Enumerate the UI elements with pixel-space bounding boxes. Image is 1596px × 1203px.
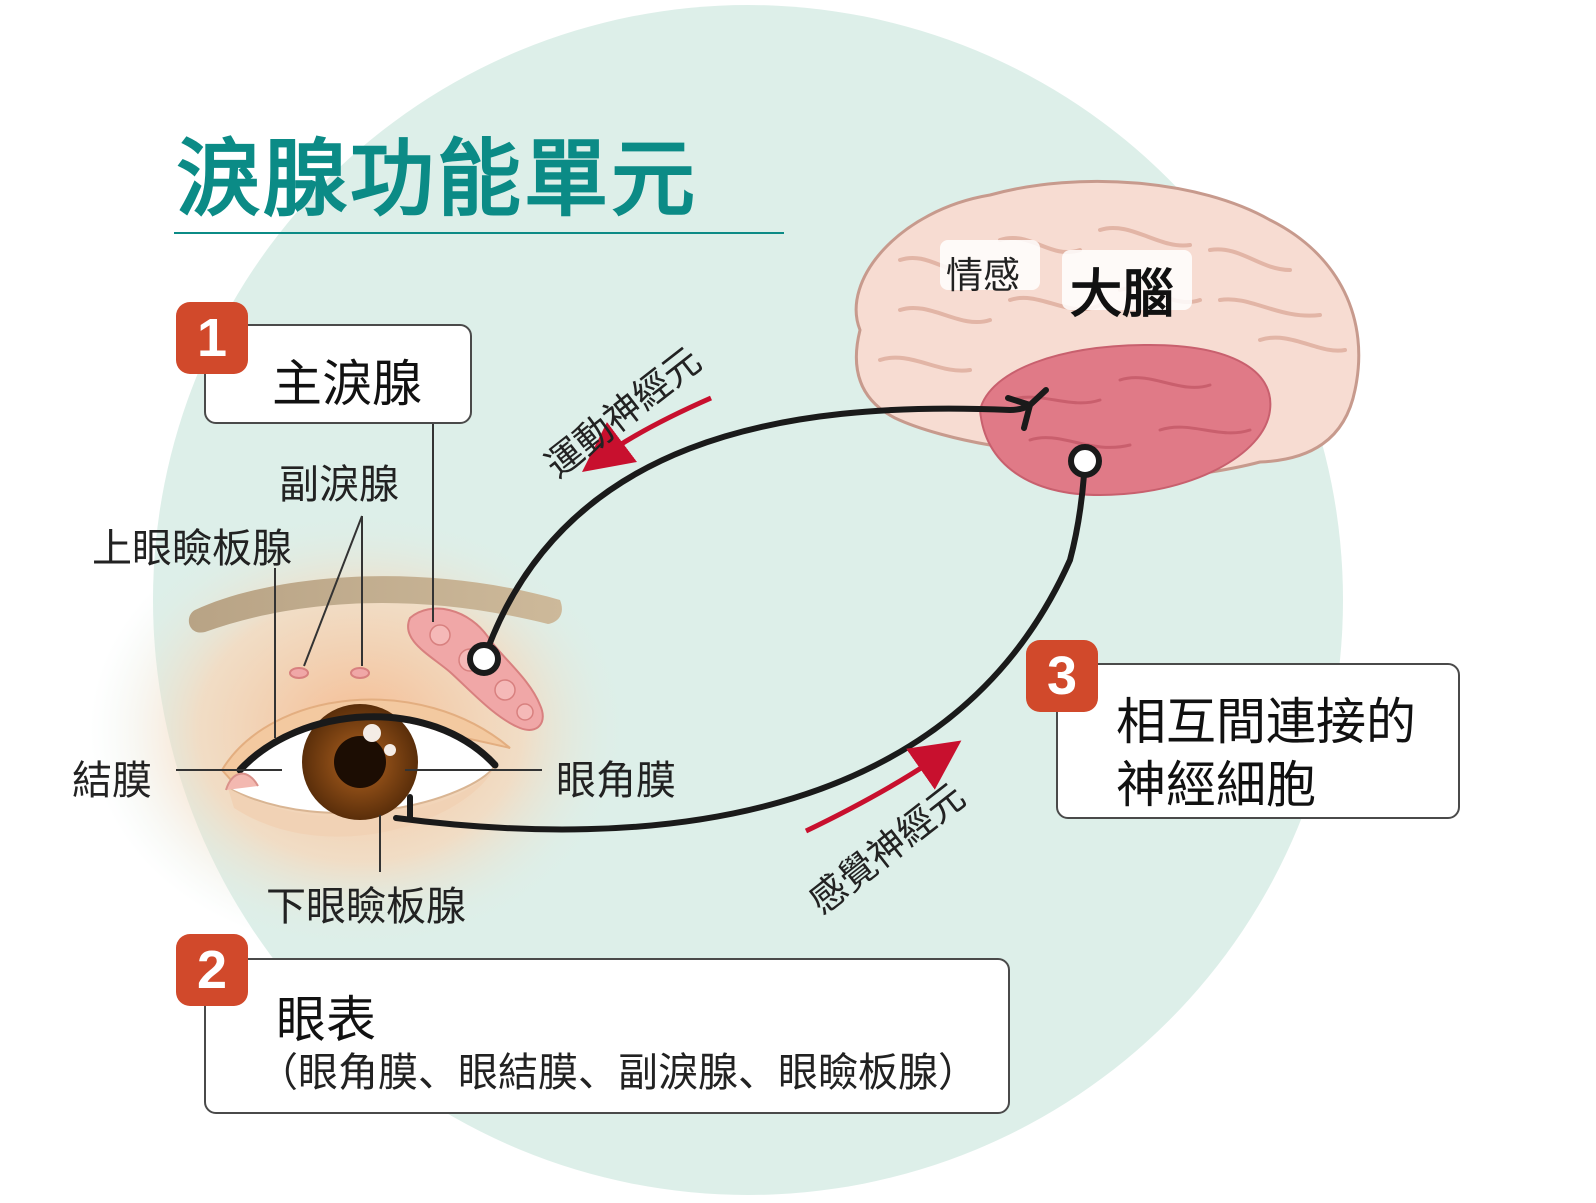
- cornea-label: 眼角膜: [556, 758, 676, 804]
- accessory-gland-dot: [289, 667, 309, 679]
- eyebrow: [188, 576, 562, 633]
- sensory-arrow: [804, 740, 962, 834]
- lower-meibomian-label: 下眼瞼板腺: [266, 884, 466, 930]
- motor-neuron-synapse: [1005, 387, 1049, 431]
- ocular-surface-detail: （眼角膜、眼結膜、副淚腺、眼瞼板腺）: [258, 1050, 978, 1096]
- eye: [220, 698, 511, 837]
- neurons-box: [1056, 663, 1460, 819]
- badge-3: 3: [1026, 640, 1098, 712]
- page-title: 淚腺功能單元: [176, 130, 699, 228]
- brain-label: 大腦: [1070, 265, 1175, 325]
- ocular-surface-label: 眼表: [276, 991, 376, 1049]
- motor-arrow: [581, 395, 713, 472]
- neurons-label-line1: 相互間連接的: [1116, 693, 1416, 751]
- upper-meibomian-label: 上眼瞼板腺: [92, 526, 292, 572]
- badge-1: 1: [176, 302, 248, 374]
- main-lacrimal-box: [204, 324, 472, 424]
- leader-lines: [176, 420, 542, 872]
- brain: [854, 179, 1361, 497]
- ocular-surface-box: [204, 958, 1010, 1114]
- badge-2: 2: [176, 934, 248, 1006]
- emotion-label: 情感: [946, 254, 1020, 297]
- motor-neuron-terminal: [467, 642, 501, 676]
- sensory-neuron-terminal: [1068, 444, 1102, 478]
- neurons-label-line2: 神經細胞: [1116, 756, 1316, 814]
- conjunctiva-label: 結膜: [72, 758, 152, 804]
- accessory-gland-dot: [350, 667, 370, 679]
- main-lacrimal-label: 主淚腺: [272, 355, 422, 413]
- accessory-gland-label: 副淚腺: [279, 462, 399, 508]
- motor-neuron-path: [481, 402, 1033, 662]
- title-underline: [174, 232, 784, 234]
